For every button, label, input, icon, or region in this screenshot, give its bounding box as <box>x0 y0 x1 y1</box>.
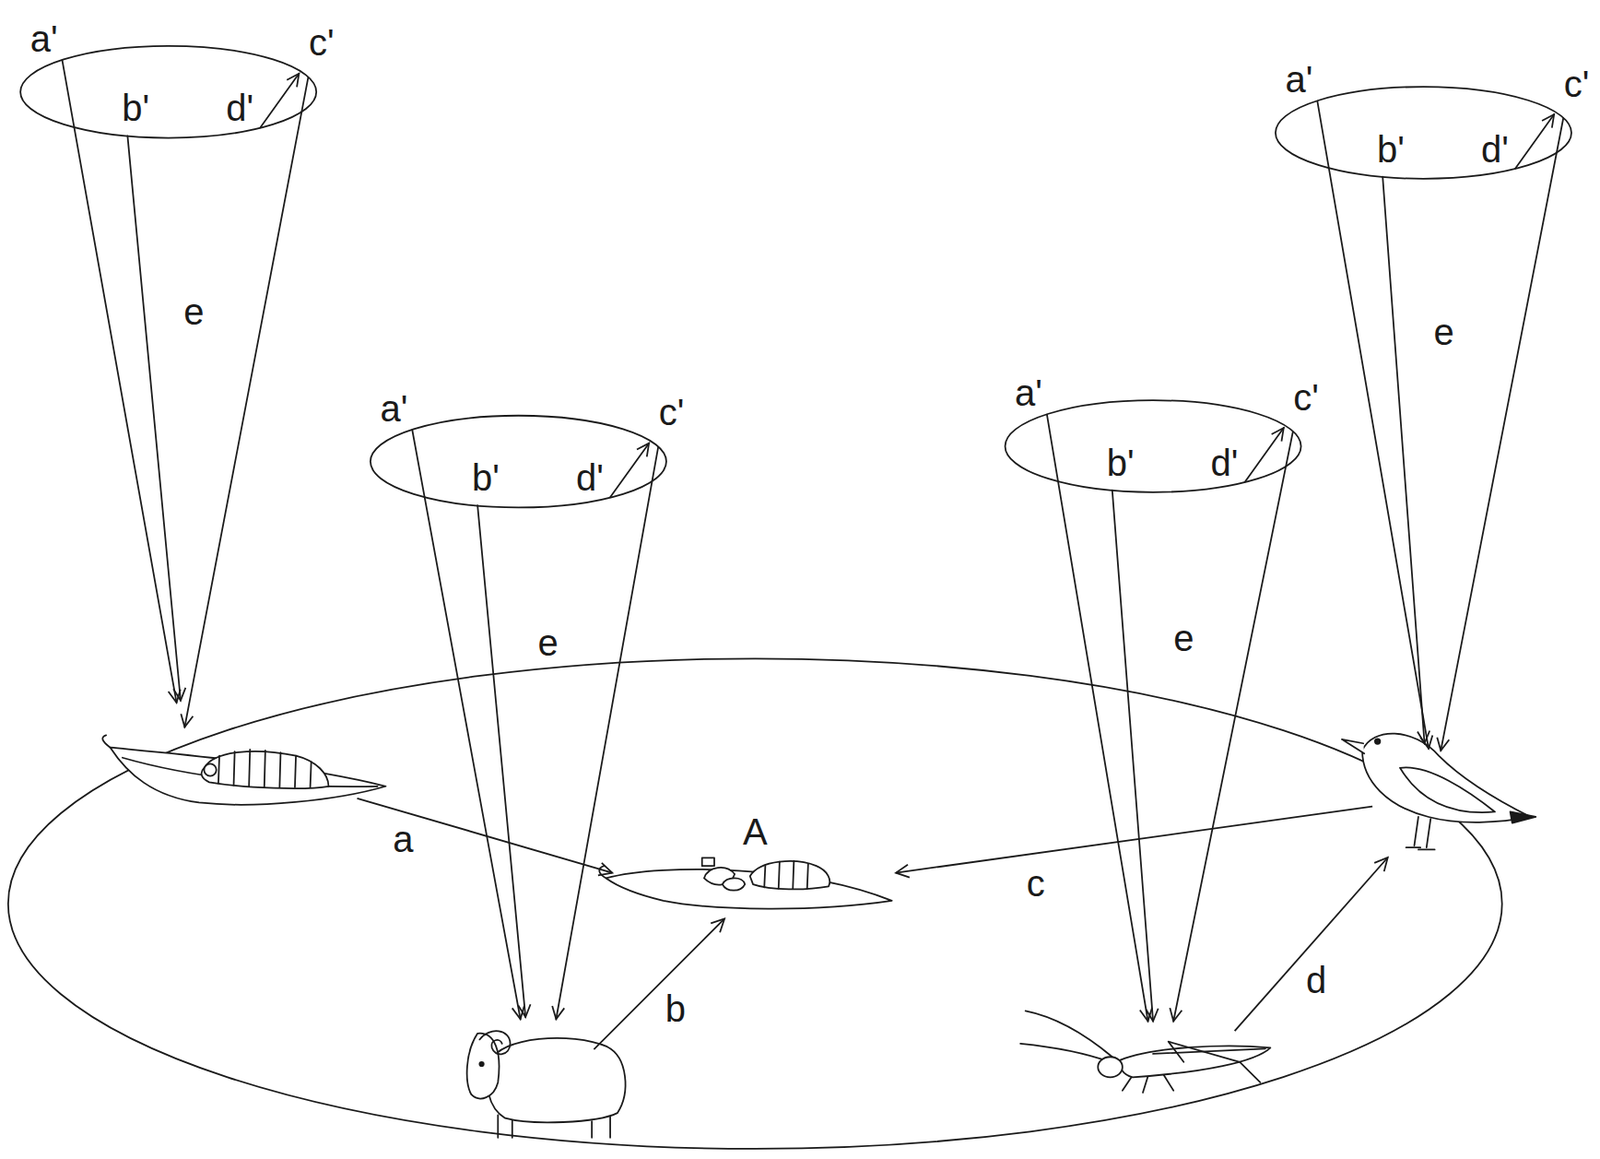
organism-label: A <box>741 812 770 850</box>
eaten-leaf-drawing <box>722 877 745 890</box>
arrow-label: c <box>1024 864 1048 902</box>
eaten-leaf-drawing <box>750 860 830 889</box>
cone-arrow <box>411 429 520 1019</box>
cone-label: e <box>1171 619 1196 657</box>
cone-label: e <box>535 623 560 661</box>
sheep-drawing <box>467 1030 626 1138</box>
bird-drawing <box>1400 766 1495 812</box>
arrow-label: d <box>1304 961 1329 999</box>
eaten-leaf-drawing <box>764 860 809 889</box>
cricket-drawing <box>1119 1045 1271 1077</box>
cone-arrow <box>1515 114 1554 169</box>
cricket-drawing <box>1097 1056 1123 1077</box>
b-prime-label: b' <box>119 89 152 127</box>
cone-arrow <box>1440 117 1564 751</box>
c-prime-label: c' <box>1291 378 1321 416</box>
cricket-drawing <box>1020 1010 1113 1061</box>
eaten-leaf-drawing <box>702 857 715 866</box>
cone-rim <box>20 46 317 139</box>
cone-rim <box>20 46 1572 508</box>
c-prime-label: c' <box>1562 65 1592 103</box>
sheep-drawing <box>479 1061 483 1066</box>
a-prime-label: a' <box>28 20 60 58</box>
cone-arrow <box>477 505 526 1017</box>
c-prime-label: c' <box>657 393 687 431</box>
cone-cricket: a' b' d' c' e <box>1009 367 1327 1103</box>
sheep-drawing <box>467 1033 500 1099</box>
cone-arrow <box>62 59 1565 1021</box>
cone-arrow <box>259 73 299 129</box>
cone-rim <box>1275 86 1572 179</box>
a-prime-label: a' <box>377 389 410 427</box>
b-prime-label: b' <box>1105 444 1137 482</box>
caterpillar-on-leaf <box>218 749 312 788</box>
cone-arrow <box>184 77 308 727</box>
cone-arrow <box>127 135 181 700</box>
cone-arrow <box>1317 101 1429 749</box>
trophic-arrow <box>895 806 1373 873</box>
cricket-drawing <box>1020 1010 1271 1093</box>
a-prime-label: a' <box>1012 374 1045 412</box>
cone-arrow <box>555 447 659 1019</box>
trophic-arrow <box>357 798 613 873</box>
b-prime-label: b' <box>470 458 502 496</box>
b-prime-label: b' <box>1375 130 1407 168</box>
eaten-leaf-drawing <box>599 857 892 908</box>
eaten-leaf-drawing <box>606 869 893 909</box>
cone-arrow <box>610 443 649 498</box>
d-prime-label: d' <box>223 89 256 127</box>
cone-bird: a' b' d' c' e <box>1279 56 1598 863</box>
bird-drawing <box>1341 739 1365 754</box>
trophic-arrow <box>1235 857 1389 1031</box>
eaten-leaf: A <box>610 806 896 919</box>
cone-caterpillar: a' b' d' c' e <box>15 15 360 817</box>
arrow-label: a <box>390 820 415 858</box>
cone-sheep: a' b' d' c' e <box>372 382 705 1142</box>
caterpillar-on-leaf <box>110 747 387 805</box>
trophic-arrow <box>593 917 725 1049</box>
bird-drawing <box>1362 733 1531 823</box>
cone-arrow <box>62 59 177 703</box>
illustration <box>8 46 1572 1149</box>
caterpillar-on-leaf <box>102 734 386 804</box>
d-prime-label: d' <box>1209 444 1241 482</box>
cricket-drawing <box>1168 1041 1261 1083</box>
cone-rim <box>370 415 667 508</box>
cone-arrow <box>1382 176 1424 744</box>
d-prime-label: d' <box>574 458 606 496</box>
bird-drawing <box>1406 816 1436 849</box>
bird-drawing <box>1510 811 1537 823</box>
c-prime-label: c' <box>306 23 337 61</box>
caterpillar-on-leaf <box>203 763 216 776</box>
cone-rim <box>1005 400 1302 493</box>
arrow-label: b <box>663 989 688 1027</box>
bird-drawing <box>1375 738 1381 744</box>
bird-drawing <box>1341 733 1536 850</box>
d-prime-label: d' <box>1479 130 1511 168</box>
cone-label: e <box>1431 313 1456 351</box>
a-prime-label: a' <box>1282 60 1315 98</box>
sheep-drawing <box>479 1030 510 1054</box>
caterpillar-on-leaf <box>102 734 110 747</box>
cone-arrow <box>1112 490 1153 1022</box>
cone-label: e <box>181 293 206 330</box>
eaten-leaf-drawing <box>599 865 606 878</box>
cone-arrow <box>1047 414 1149 1022</box>
cone-arrow <box>1245 427 1284 483</box>
cone-arrow <box>1173 431 1294 1021</box>
habitat-ellipse <box>8 658 1503 1149</box>
